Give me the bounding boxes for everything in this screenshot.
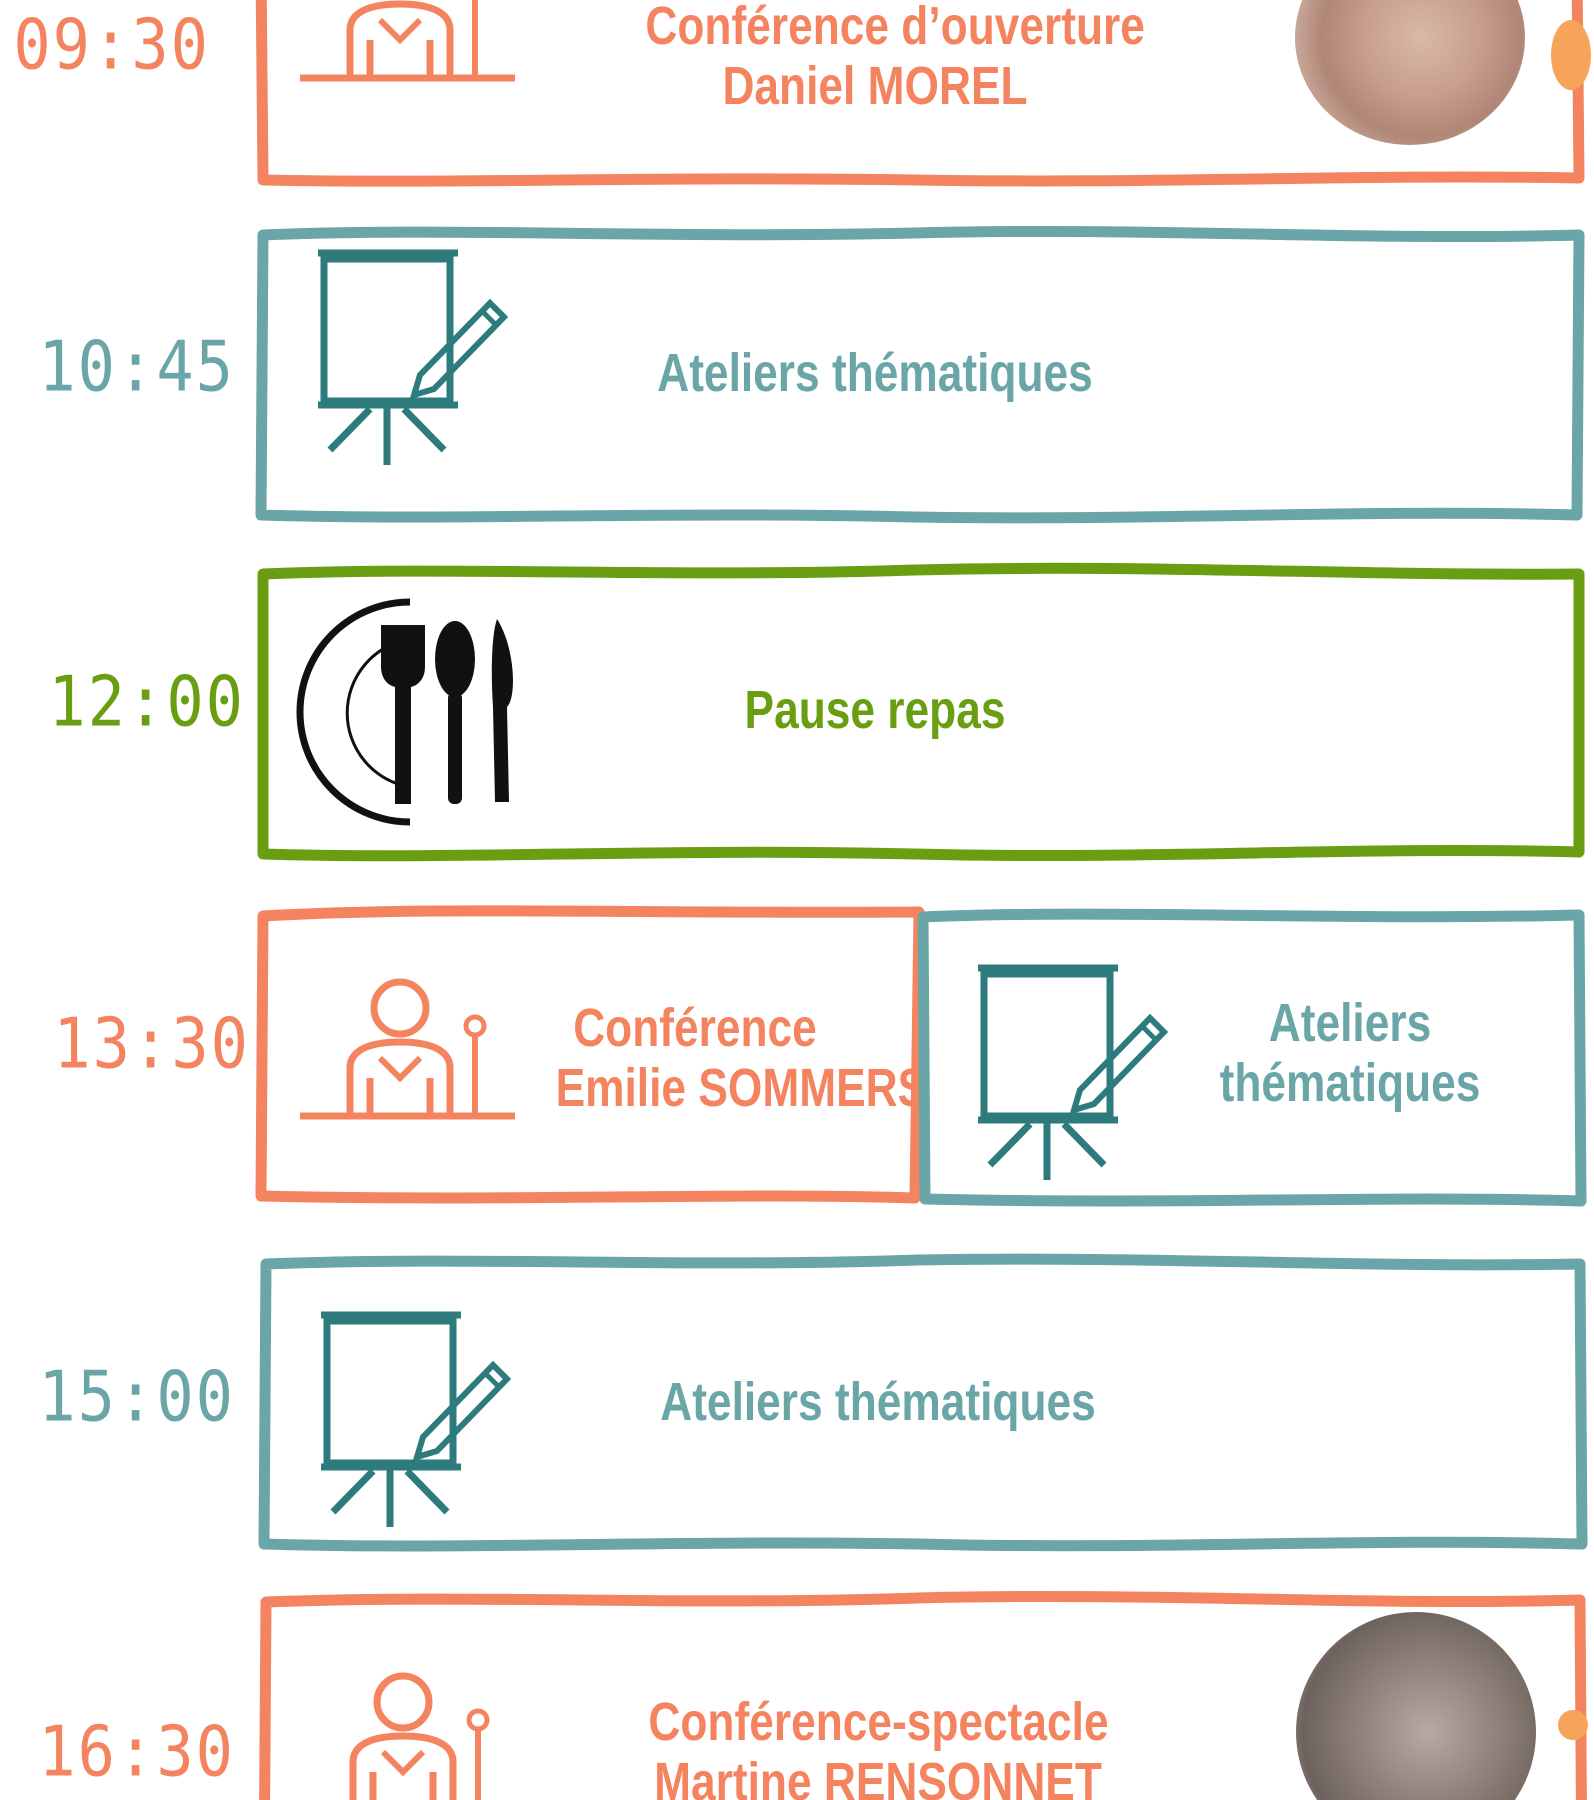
box-border <box>255 0 1585 187</box>
speaker-photo <box>1296 1612 1536 1800</box>
box-border <box>255 905 925 1204</box>
time-1200: 12:00 <box>48 660 245 743</box>
session-title-line1: Conférence d’ouverture <box>645 0 1145 56</box>
flipchart-icon <box>318 249 509 465</box>
time-1630: 16:30 <box>38 1710 235 1793</box>
session-conference-sommers[interactable]: Conférence Emilie SOMMERS <box>255 900 928 1205</box>
session-title: Pause repas <box>744 680 1006 740</box>
time-1045: 10:45 <box>38 325 235 408</box>
time-1500: 15:00 <box>38 1355 235 1438</box>
decorative-dot <box>1551 20 1591 90</box>
box-border <box>258 1253 1588 1552</box>
session-workshops-parallel[interactable]: Ateliers thématiques <box>915 905 1587 1210</box>
session-title: Conférence-spectacle Martine RENSONNET <box>648 1692 1109 1800</box>
session-workshops-1[interactable]: Ateliers thématiques <box>255 225 1585 525</box>
session-title: Ateliers thématiques <box>657 343 1093 403</box>
flipchart-icon <box>321 1311 512 1527</box>
box-border <box>257 562 1585 862</box>
session-title-line1: Conférence-spectacle <box>648 1692 1109 1752</box>
session-speaker: Martine RENSONNET <box>654 1752 1102 1800</box>
box-border <box>917 908 1587 1207</box>
box-border <box>255 225 1585 524</box>
flipchart-icon <box>978 964 1169 1180</box>
time-0930: 09:30 <box>13 3 210 86</box>
session-lunch-break[interactable]: Pause repas <box>255 562 1585 862</box>
session-title: Ateliers thématiques <box>1219 993 1481 1113</box>
cutlery-icon <box>296 598 513 826</box>
decorative-dot <box>1558 1710 1588 1740</box>
speaker-icon <box>300 0 515 82</box>
session-workshops-2[interactable]: Ateliers thématiques <box>258 1252 1588 1552</box>
speaker-icon <box>300 978 515 1120</box>
time-1330: 13:30 <box>53 1002 250 1085</box>
session-title-line2: thématiques <box>1219 1053 1481 1113</box>
session-title: Conférence d’ouverture Daniel MOREL <box>645 0 1145 116</box>
session-conference-spectacle[interactable]: Conférence-spectacle Martine RENSONNET <box>258 1590 1588 1800</box>
session-title-line1: Ateliers <box>1268 993 1432 1053</box>
speaker-icon <box>349 1672 490 1800</box>
session-opening-conference[interactable]: Conférence d’ouverture Daniel MOREL <box>255 0 1591 190</box>
session-title: Ateliers thématiques <box>660 1372 1096 1432</box>
box-border <box>259 1590 1587 1800</box>
session-title-line1: Conférence <box>573 998 817 1058</box>
session-speaker: Daniel MOREL <box>722 56 1028 116</box>
session-speaker: Emilie SOMMERS <box>555 1058 928 1118</box>
session-title: Conférence Emilie SOMMERS <box>555 998 928 1118</box>
